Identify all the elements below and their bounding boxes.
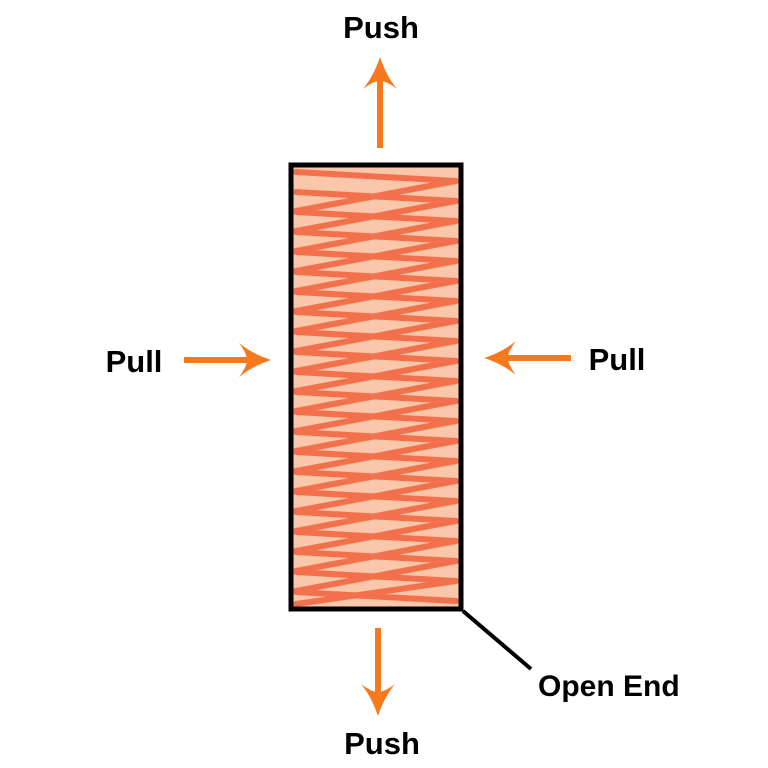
coil-winding-line <box>293 529 459 544</box>
push-up-arrow <box>363 57 397 148</box>
coil-winding-line <box>293 289 459 304</box>
pull-right-label: Pull <box>588 342 646 377</box>
coil-winding-line <box>293 578 459 607</box>
coil-winding-line <box>293 549 459 564</box>
pull-left-arrow <box>484 341 571 375</box>
coil-winding-line <box>293 469 459 484</box>
open-end-label: Open End <box>538 670 680 703</box>
coil-windings <box>293 169 459 607</box>
push-top-label: Push <box>343 10 419 45</box>
coil-border <box>288 162 464 612</box>
coil-winding-line <box>293 189 459 204</box>
coil-winding-line <box>293 169 459 184</box>
coil-winding-line <box>293 269 459 284</box>
coil-winding-line <box>293 229 459 244</box>
coil-winding-line <box>293 429 459 444</box>
pull-right-arrow <box>184 343 271 377</box>
coil-winding-line <box>293 489 459 504</box>
push-down-arrow <box>361 628 395 716</box>
open-end-leader-line <box>461 609 533 671</box>
coil-winding-line <box>293 209 459 224</box>
coil-winding-line <box>293 369 459 384</box>
push-bottom-label: Push <box>344 726 420 761</box>
pull-left-label: Pull <box>105 344 163 379</box>
coil-winding-line <box>293 329 459 344</box>
coil-winding-line <box>293 509 459 524</box>
coil-winding-line <box>293 449 459 464</box>
coil-winding-line <box>293 349 459 364</box>
coil-winding-line <box>293 569 459 584</box>
coil-winding-line <box>293 589 459 604</box>
coil-winding-line <box>293 249 459 264</box>
coil-winding-line <box>293 309 459 324</box>
coil-winding-line <box>293 409 459 424</box>
coil-winding-line <box>293 389 459 404</box>
